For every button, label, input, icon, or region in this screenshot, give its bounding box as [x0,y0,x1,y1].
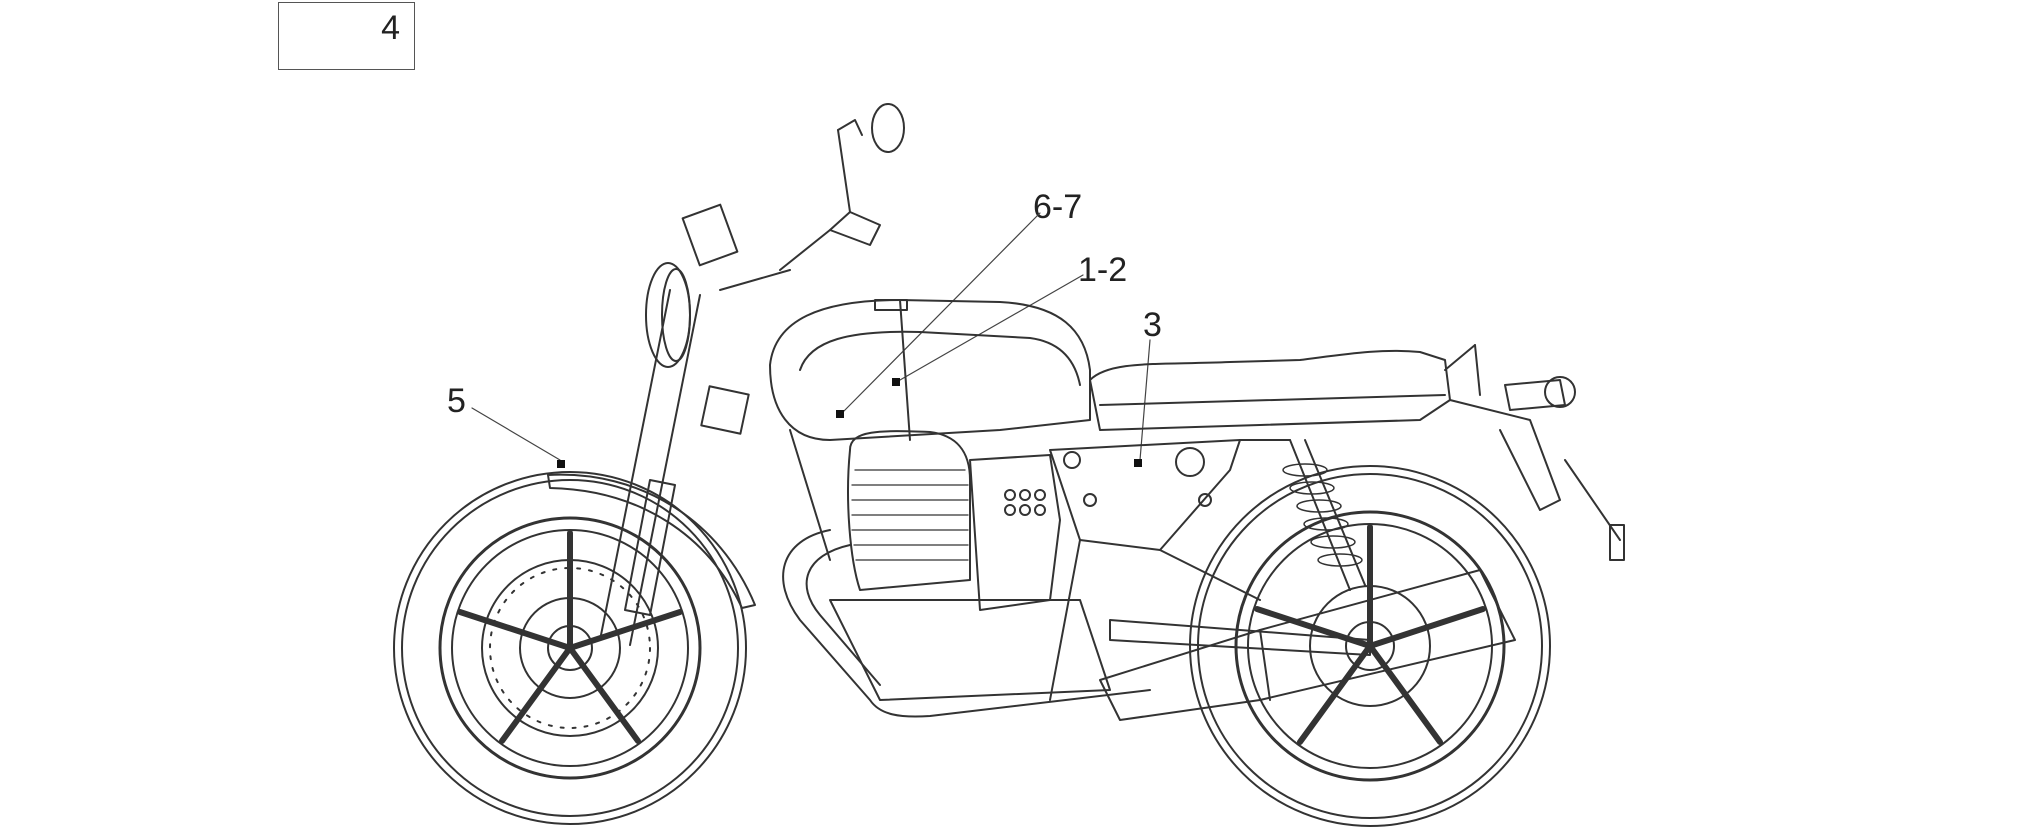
seat [1089,349,1451,431]
callout-1-2: 1-2 [1078,251,1128,289]
part-number-box: 4 [278,2,415,70]
callout-3: 3 [1143,306,1162,344]
leader-lines [471,212,1151,461]
swingarm [1109,619,1371,656]
rear-frame [1444,344,1625,561]
headlight [645,262,691,368]
front-fender [547,473,756,609]
callout-6-7: 6-7 [1033,188,1083,226]
part-number-4: 4 [381,9,400,47]
decal-markers [557,378,1142,468]
handlebar [681,103,905,291]
front-wheel [393,471,747,825]
front-fork [599,289,750,646]
exhaust [782,529,1516,721]
side-panel [1049,439,1241,551]
frame [789,429,1291,701]
fuel-tank [769,299,1091,441]
callout-5: 5 [447,382,466,420]
rear-shock [1282,439,1366,591]
rear-wheel [1189,465,1551,827]
engine [829,430,1111,701]
